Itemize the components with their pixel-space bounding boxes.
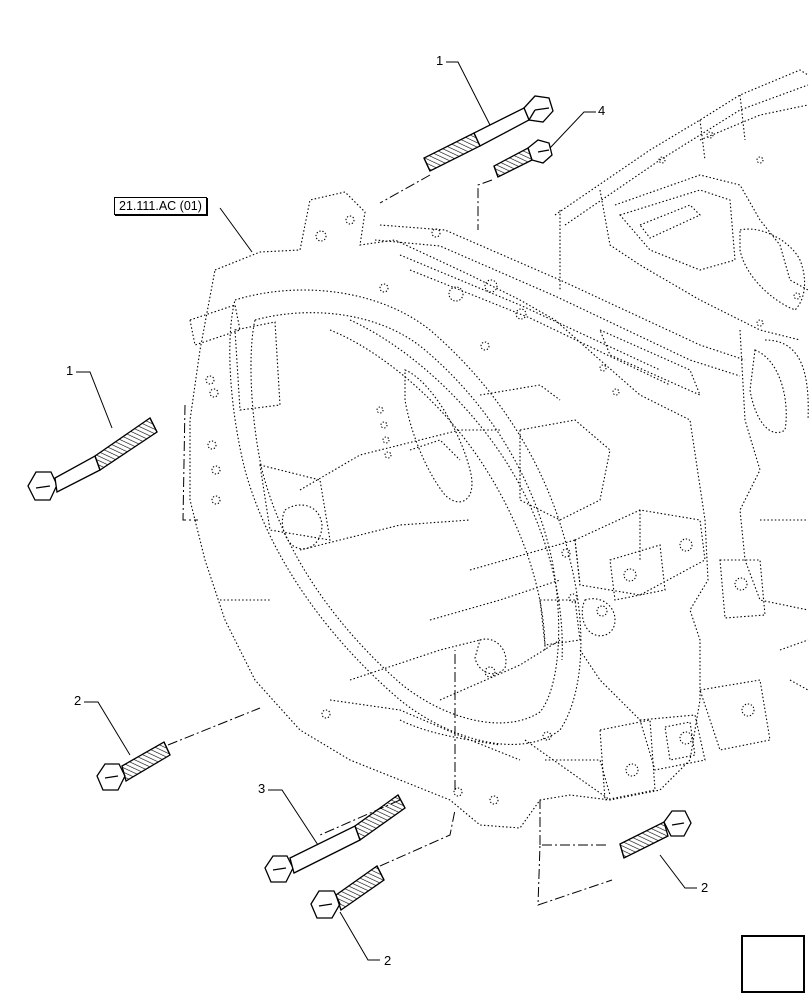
next-page-button[interactable]	[741, 935, 805, 993]
callout-label-2: 2	[701, 880, 709, 895]
bolt-item-3	[264, 794, 406, 883]
bolt-item-4	[493, 139, 553, 178]
bolt-item-2-bottom	[310, 865, 385, 919]
housing-holes	[205, 131, 801, 805]
reference-tag[interactable]: 21.111.AC (01)	[114, 197, 207, 215]
bolt-item-1-top	[423, 95, 554, 172]
bolt-item-1-left	[27, 417, 158, 501]
transmission-housing	[189, 69, 809, 829]
callout-label-3: 3	[258, 781, 266, 796]
bolt-item-2-left	[96, 741, 171, 791]
bolt-item-2-right	[619, 810, 692, 859]
callout-leader-lines	[76, 61, 697, 961]
callout-label-2: 2	[74, 693, 82, 708]
assembly-center-lines	[167, 174, 613, 906]
callout-label-1: 1	[436, 53, 444, 68]
callout-label-4: 4	[598, 103, 606, 118]
callout-label-1: 1	[66, 363, 74, 378]
callout-label-2: 2	[384, 953, 392, 968]
